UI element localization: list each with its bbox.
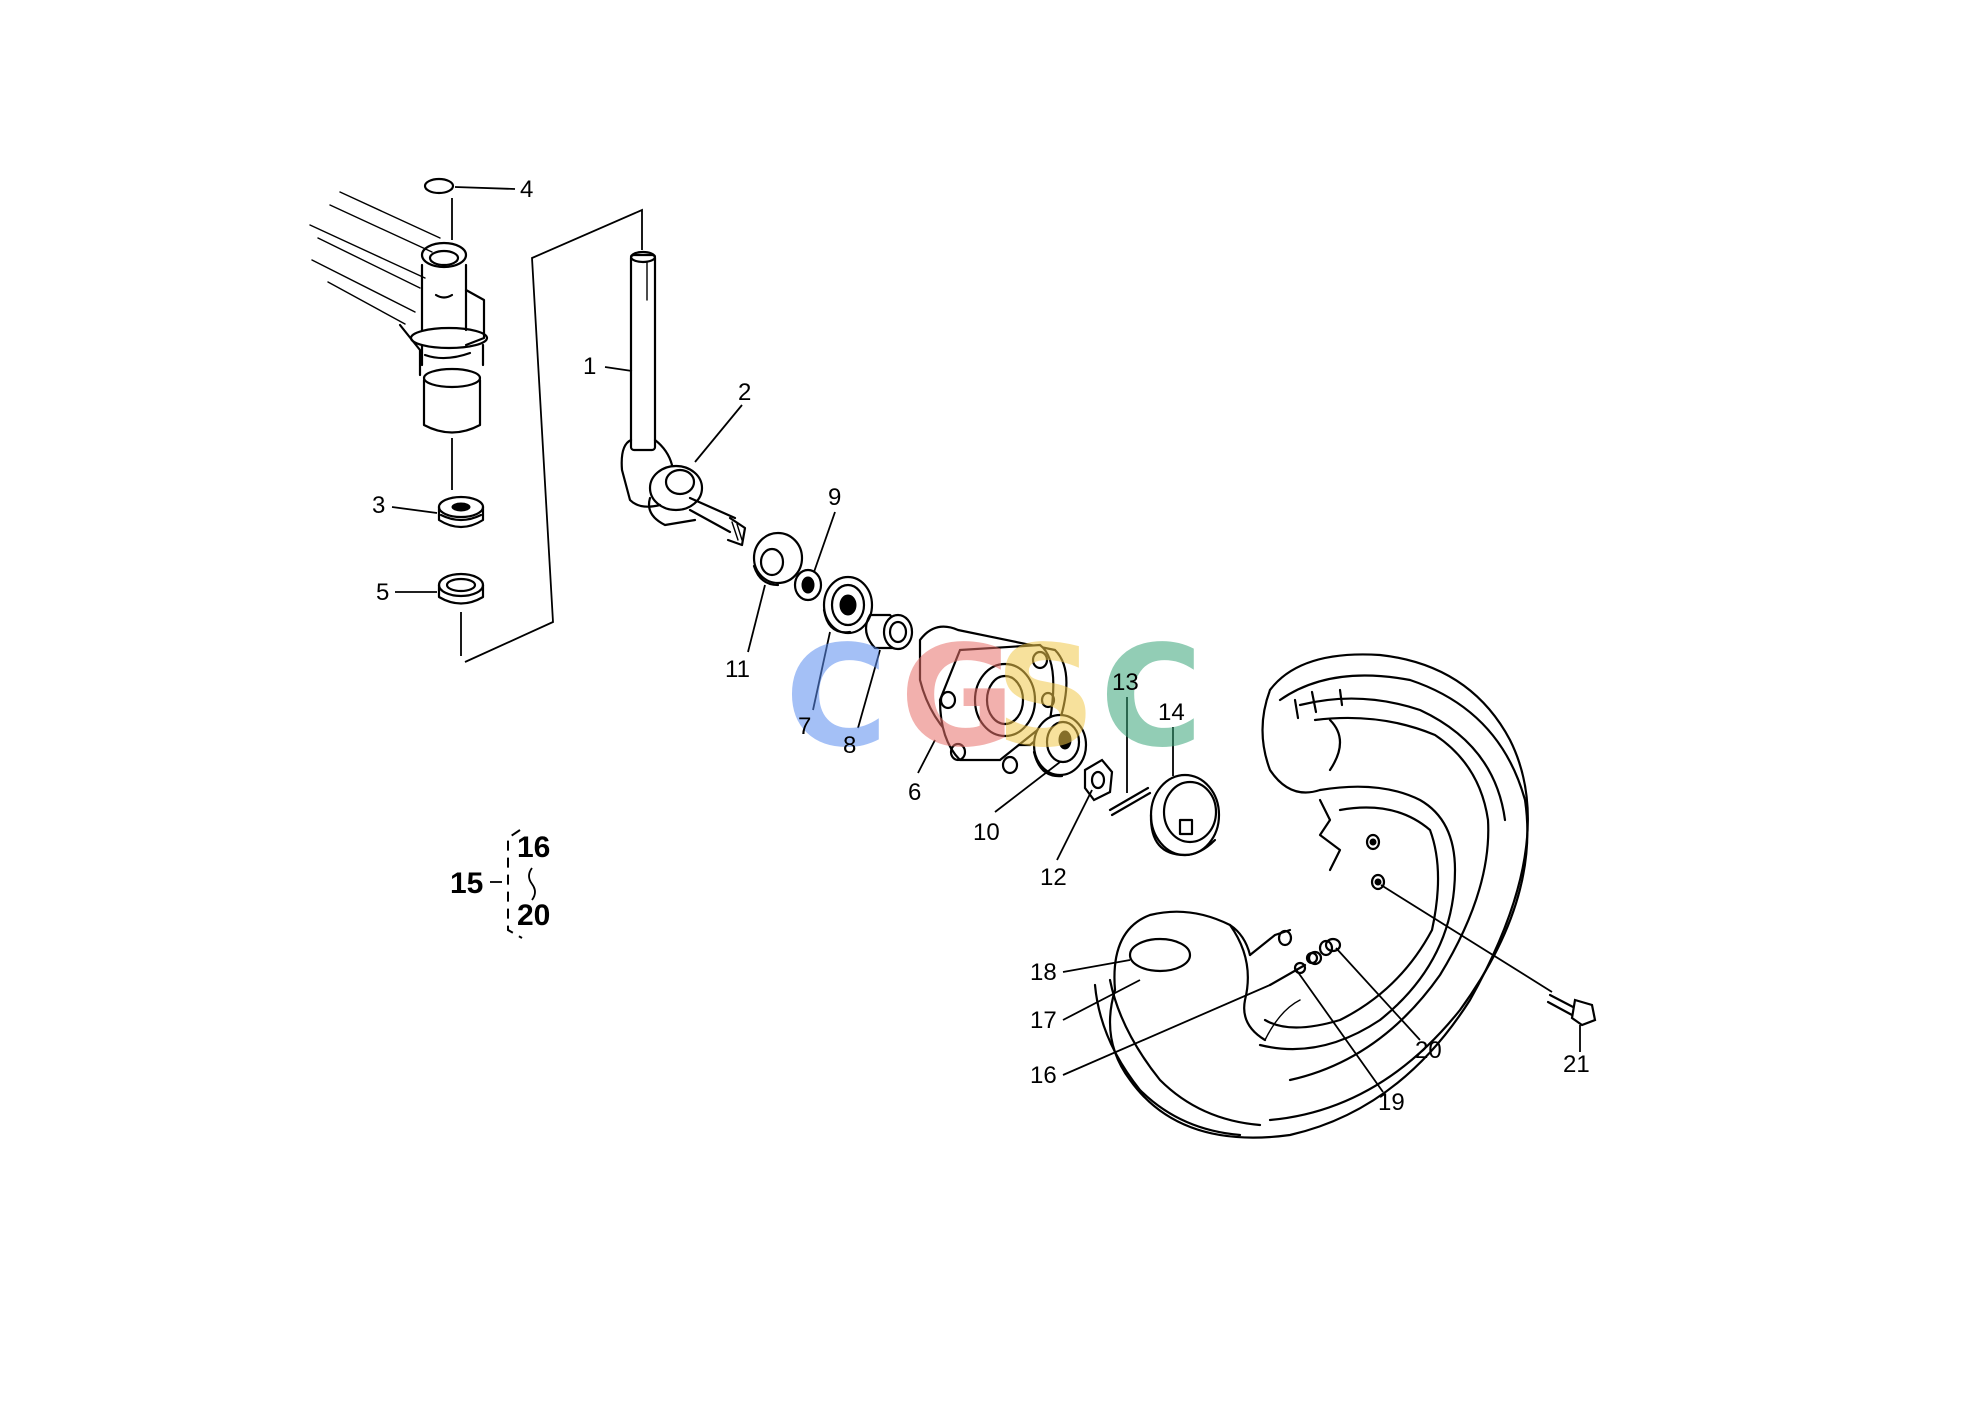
group-from-label: 16 — [517, 831, 550, 864]
part-5-bushing — [395, 572, 485, 656]
part-6-hub — [918, 625, 1068, 775]
group-bracket — [490, 829, 536, 939]
part-21-bolt — [1546, 993, 1597, 1052]
group-legend: 15 16 20 — [450, 831, 550, 932]
callout-10: 10 — [973, 819, 1000, 846]
callout-6: 6 — [908, 779, 921, 806]
part-9-seal — [793, 568, 823, 602]
part-10-bearing — [1032, 713, 1088, 778]
leader-lines — [604, 366, 1553, 1093]
part-4-snap-ring — [423, 177, 516, 195]
callout-5: 5 — [376, 579, 389, 606]
callout-21: 21 — [1563, 1051, 1590, 1078]
axle-beam — [309, 191, 489, 490]
callout-20: 20 — [1415, 1037, 1442, 1064]
callout-12: 12 — [1040, 864, 1067, 891]
callout-19: 19 — [1378, 1089, 1405, 1116]
valve-stem — [1268, 937, 1342, 987]
callout-4: 4 — [520, 176, 533, 203]
part-1-spindle — [620, 250, 747, 547]
callout-3: 3 — [372, 492, 385, 519]
group-parent-label: 15 — [450, 867, 483, 900]
callout-16: 16 — [1030, 1062, 1057, 1089]
callout-13: 13 — [1112, 669, 1139, 696]
wheel — [1093, 653, 1529, 1139]
part-13-cotter-pin — [1108, 786, 1152, 817]
watermark-letter-3: S — [995, 616, 1096, 779]
part-3-thrust-bearing — [391, 495, 485, 529]
group-to-label: 20 — [517, 899, 550, 932]
callout-labels: 1 2 3 4 5 6 7 8 9 10 11 12 13 14 18 17 1… — [372, 176, 1590, 1116]
part-8-sleeve — [864, 613, 914, 651]
callout-14: 14 — [1158, 699, 1185, 726]
callout-18: 18 — [1030, 959, 1057, 986]
assembly-bracket — [464, 208, 643, 663]
part-7-bearing — [822, 575, 874, 635]
callout-1: 1 — [583, 353, 596, 380]
callout-7: 7 — [798, 713, 811, 740]
watermark-letter-1: C — [785, 616, 888, 779]
callout-2: 2 — [738, 379, 751, 406]
callout-17: 17 — [1030, 1007, 1057, 1034]
part-14-cap — [1149, 773, 1221, 857]
watermark-letter-2: G — [900, 616, 1015, 779]
callout-11: 11 — [725, 656, 750, 683]
callout-8: 8 — [843, 732, 856, 759]
part-11-washer — [752, 531, 804, 587]
watermark-letter-4: C — [1100, 616, 1203, 779]
watermark: C G S C — [785, 616, 1203, 779]
callout-9: 9 — [828, 484, 841, 511]
